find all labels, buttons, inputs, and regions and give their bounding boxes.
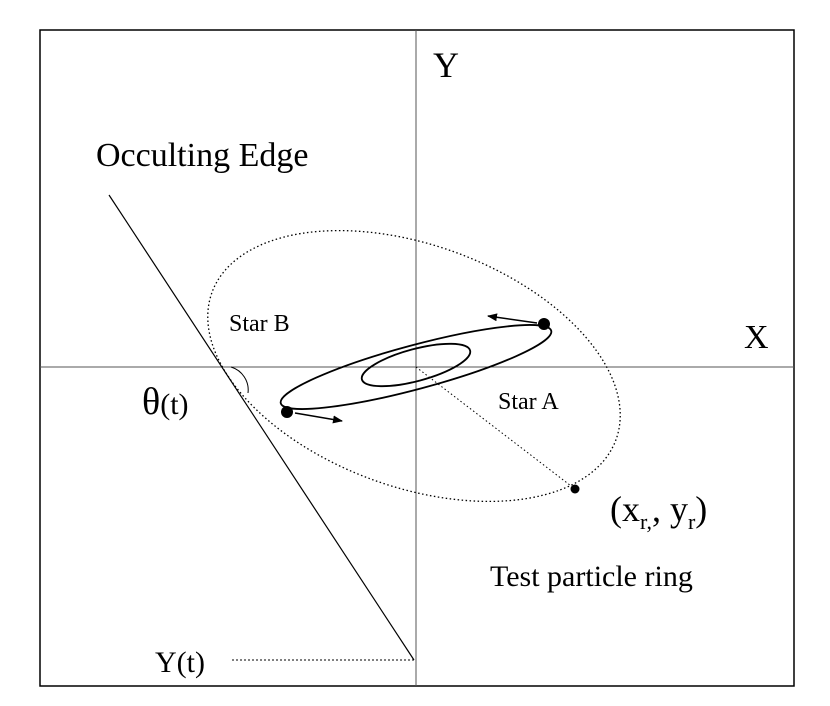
star-a-dot [538,318,550,330]
theta-symbol: θ [142,381,160,423]
radius-dotted-line [415,366,576,490]
ring-point-sub-y: r [688,509,696,534]
test-particle-ring-label: Test particle ring [490,560,693,593]
star-a-velocity-arrow [487,313,538,324]
ring-point-label: (xr,, yr) [610,489,707,534]
ring-particle-dot [570,484,580,494]
star-b-dot [281,406,293,418]
theta-angle-arc [230,366,249,394]
test-particle-ring [207,229,621,503]
y-of-t-label: Y(t) [155,646,205,679]
ring-point-mid: , y [652,489,688,529]
occulting-edge-label: Occulting Edge [96,137,308,174]
theta-arg: (t) [160,388,188,421]
ring-point-close: ) [695,489,707,529]
ring-point-sub-x: r, [640,509,652,534]
star-a-orbit [279,324,553,410]
star-a-label: Star A [498,389,559,415]
star-b-label: Star B [229,311,290,337]
frame [39,29,795,687]
star-b-velocity-arrow [294,412,343,424]
y-axis-label: Y [433,45,459,85]
star-b-orbit [360,342,472,388]
theta-label: θ(t) [142,381,189,423]
x-axis-label: X [744,319,769,356]
occulting-edge-line [108,194,415,661]
ring-point-open: (x [610,489,640,529]
